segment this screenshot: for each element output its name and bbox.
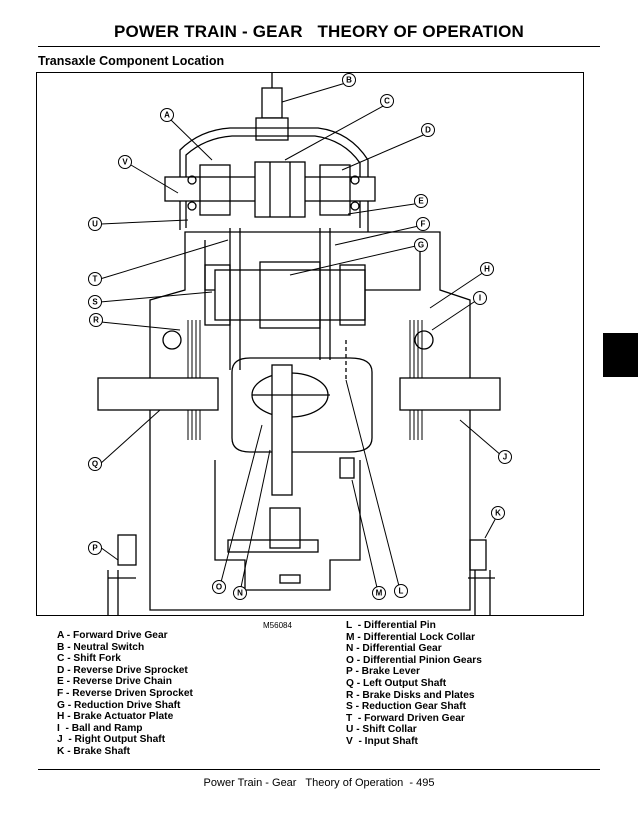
callout-t: T (93, 275, 98, 284)
section-thumb-tab (603, 333, 638, 377)
legend-item: L - Differential Pin (346, 620, 436, 631)
callout-c: C (384, 97, 390, 106)
legend-item: V - Input Shaft (346, 735, 418, 747)
callout-g: G (418, 241, 424, 250)
legend-item: M - Differential Lock Collar (346, 631, 476, 643)
legend-item: S - Reduction Gear Shaft (346, 701, 467, 713)
figure-code: M56084 (263, 621, 292, 630)
callout-m: M (376, 589, 383, 598)
callout-h: H (484, 265, 490, 274)
footer-rule (38, 769, 600, 770)
legend-item: D - Reverse Drive Sprocket (57, 664, 188, 676)
legend-item: J - Right Output Shaft (57, 734, 166, 746)
legend-item: P - Brake Lever (346, 666, 420, 678)
header-rule (38, 46, 600, 47)
legend-item: H - Brake Actuator Plate (57, 711, 174, 723)
callout-b: B (346, 76, 352, 85)
legend-item: A - Forward Drive Gear (57, 630, 168, 641)
legend-item: C - Shift Fork (57, 653, 121, 665)
legend-item: G - Reduction Drive Shaft (57, 699, 181, 711)
legend-item: B - Neutral Switch (57, 641, 145, 653)
legend-item: R - Brake Disks and Plates (346, 689, 475, 701)
callout-e: E (418, 197, 424, 206)
legend-left: A - Forward Drive Gear B - Neutral Switc… (57, 630, 193, 758)
callout-n: N (237, 589, 243, 598)
legend-right: L - Differential Pin M - Differential Lo… (346, 620, 482, 748)
callout-a: A (164, 111, 170, 120)
callout-p: P (92, 544, 98, 553)
legend-item: I - Ball and Ramp (57, 722, 143, 734)
legend-item: O - Differential Pinion Gears (346, 654, 482, 666)
legend-item: F - Reverse Driven Sprocket (57, 687, 193, 699)
legend-item: U - Shift Collar (346, 724, 417, 736)
callout-f: F (421, 220, 426, 229)
callout-r: R (93, 316, 99, 325)
page-footer: Power Train - Gear Theory of Operation -… (203, 777, 435, 789)
callout-q: Q (92, 460, 98, 469)
callout-i: I (479, 294, 481, 303)
callout-k: K (495, 509, 501, 518)
callout-u: U (92, 220, 98, 229)
section-subtitle: Transaxle Component Location (38, 54, 225, 68)
legend-item: K - Brake Shaft (57, 745, 131, 757)
callout-d: D (425, 126, 431, 135)
legend-item: N - Differential Gear (346, 643, 442, 655)
callout-v: V (122, 158, 128, 167)
page-title: POWER TRAIN - GEAR THEORY OF OPERATION (113, 22, 525, 41)
legend-item: Q - Left Output Shaft (346, 677, 447, 689)
callout-j: J (503, 453, 507, 462)
legend-item: E - Reverse Drive Chain (57, 676, 172, 688)
callout-o: O (216, 583, 222, 592)
callout-s: S (92, 298, 98, 307)
figure-frame (36, 72, 584, 616)
callout-l: L (399, 587, 404, 596)
legend-item: T - Forward Driven Gear (346, 712, 465, 724)
